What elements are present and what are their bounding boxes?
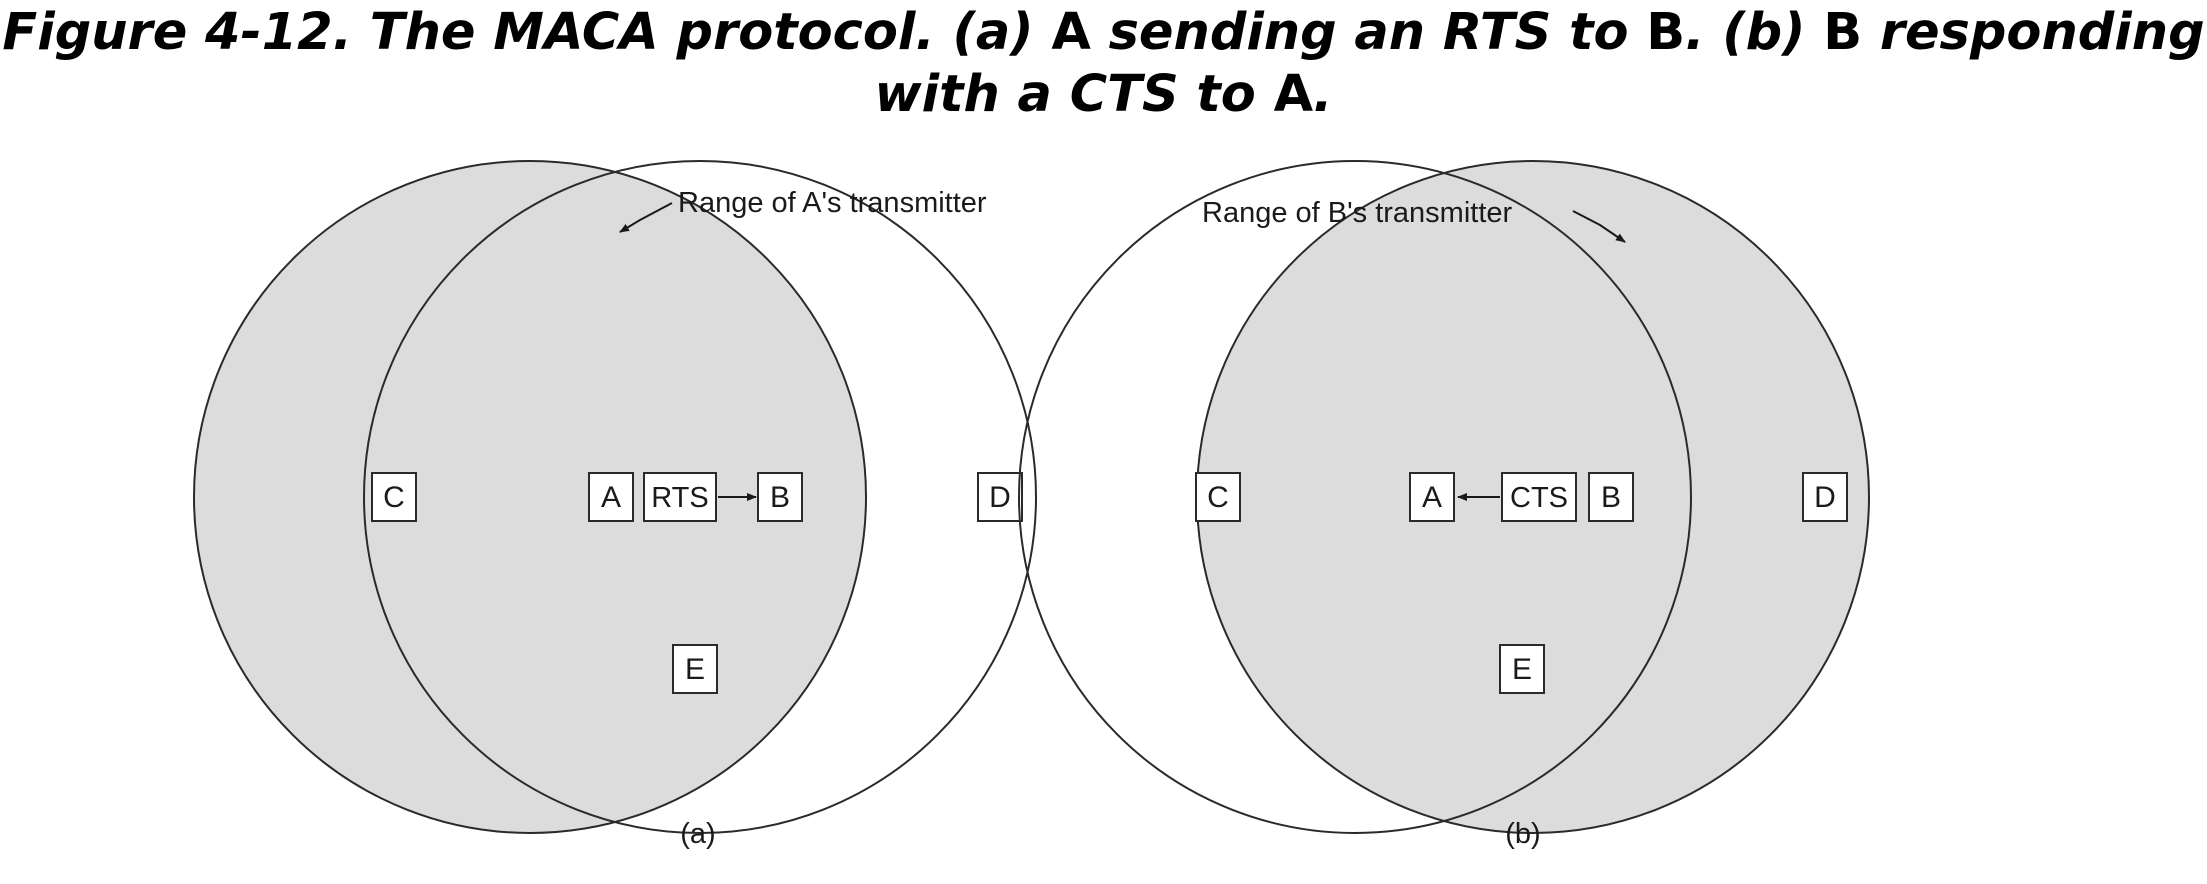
node-c: C [371, 472, 417, 522]
cts-frame: CTS [1501, 472, 1577, 522]
node-d-label: D [989, 481, 1011, 514]
node-c-box [371, 472, 417, 522]
node-e: E [672, 644, 718, 694]
node-c-box [1195, 472, 1241, 522]
range-label-pointer [619, 202, 673, 233]
caption-text: responding with a CTS to [874, 3, 2205, 124]
node-d-box [1802, 472, 1848, 522]
caption-text: Figure 4-12. The MACA protocol. (a) [2, 3, 1052, 62]
node-e: E [1499, 644, 1545, 694]
node-d: D [1802, 472, 1848, 522]
range-a-circle [1018, 160, 1692, 834]
node-e-box [672, 644, 718, 694]
caption-node-ref: B [1823, 3, 1863, 62]
node-b-box [757, 472, 803, 522]
cts-frame-box [1501, 472, 1577, 522]
figure-caption: Figure 4-12. The MACA protocol. (a) A se… [0, 2, 2207, 126]
node-d-label: D [1814, 481, 1836, 514]
caption-node-ref: B [1646, 3, 1686, 62]
rts-frame-box [643, 472, 717, 522]
caption-node-ref: A [1273, 65, 1314, 124]
rts-frame-label: RTS [651, 482, 708, 514]
range-a-circle [193, 160, 867, 834]
node-b-label: B [1601, 481, 1621, 514]
rts-frame: RTS [643, 472, 717, 522]
caption-text: . [1313, 65, 1333, 124]
node-c-label: C [383, 481, 405, 514]
node-c: C [1195, 472, 1241, 522]
node-a-label: A [1422, 481, 1442, 514]
node-d-box [977, 472, 1023, 522]
node-e-label: E [1512, 653, 1532, 686]
caption-text: . (b) [1685, 3, 1824, 62]
node-b: B [757, 472, 803, 522]
panel-b-label: (b) [1505, 818, 1540, 850]
node-a: A [1409, 472, 1455, 522]
node-a-box [588, 472, 634, 522]
range-label: Range of B's transmitter [1202, 197, 1513, 229]
cts-frame-label: CTS [1510, 482, 1568, 514]
panel-a-label: (a) [680, 818, 715, 850]
node-b-label: B [770, 481, 790, 514]
node-e-label: E [685, 653, 705, 686]
node-e-box [1499, 644, 1545, 694]
node-b: B [1588, 472, 1634, 522]
node-d: D [977, 472, 1023, 522]
range-b-circle [363, 160, 1037, 834]
node-c-label: C [1207, 481, 1229, 514]
range-label-pointer [1572, 210, 1626, 243]
caption-node-ref: A [1051, 3, 1091, 62]
caption-text: sending an RTS to [1090, 3, 1647, 62]
panel-b: Range of B's transmitter C A CTS B D E (… [1018, 160, 1870, 850]
node-a-label: A [601, 481, 621, 514]
panel-a: Range of A's transmitter C A RTS B D E (… [193, 160, 1037, 850]
node-b-box [1588, 472, 1634, 522]
node-a-box [1409, 472, 1455, 522]
range-label: Range of A's transmitter [678, 187, 987, 219]
node-a: A [588, 472, 634, 522]
